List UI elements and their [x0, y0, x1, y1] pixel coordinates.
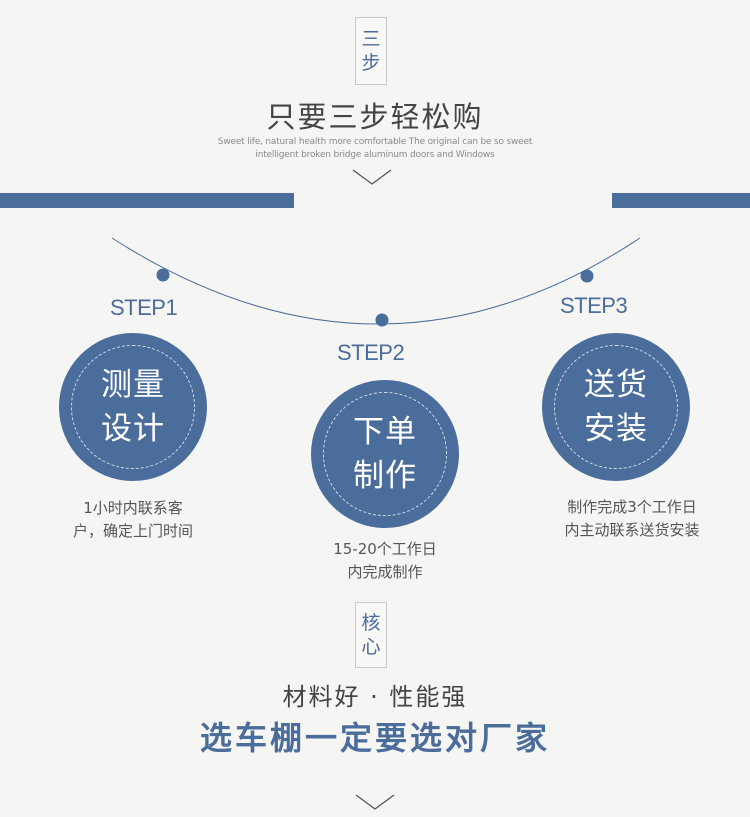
step1-description: 1小时内联系客 户，确定上门时间 [33, 497, 233, 543]
core-title: 选车棚一定要选对厂家 [199, 719, 550, 757]
step2-desc-line-2: 内完成制作 [347, 563, 423, 581]
step1-desc-line-2: 户，确定上门时间 [72, 522, 193, 540]
core-badge-char-1: 核 [361, 612, 381, 634]
step3-dot [580, 269, 594, 283]
step1-dot [156, 268, 170, 282]
core-subtitle: 材料好 · 性能强 [282, 683, 468, 711]
step2-description: 15-20个工作日 内完成制作 [285, 538, 485, 584]
step1-circle-line-2: 设计 [100, 410, 165, 447]
step2-circle: 下单 制作 [311, 380, 459, 528]
chevron-down-icon [352, 169, 392, 185]
step1-label: STEP1 [110, 295, 178, 320]
badge-char-2: 步 [361, 52, 381, 74]
step3-circle-line-1: 送货 [583, 366, 648, 403]
divider-bar-left [0, 193, 294, 208]
steps-arc [111, 237, 641, 327]
divider-bar-right [612, 193, 750, 208]
step3-circle-line-2: 安装 [583, 410, 648, 447]
step3-label: STEP3 [560, 293, 628, 318]
step3-desc-line-1: 制作完成3个工作日 [567, 498, 697, 516]
step3-description: 制作完成3个工作日 内主动联系送货安装 [532, 496, 732, 542]
step1-circle-line-1: 测量 [100, 366, 165, 403]
step2-circle-inner: 下单 制作 [323, 392, 447, 516]
step3-circle-inner: 送货 安装 [554, 345, 678, 469]
core-badge: 核 心 [355, 602, 387, 668]
step1-circle: 测量 设计 [59, 333, 207, 481]
step2-dot [375, 313, 389, 327]
step2-circle-line-2: 制作 [352, 457, 417, 494]
step1-circle-inner: 测量 设计 [71, 345, 195, 469]
step2-label: STEP2 [337, 340, 405, 365]
step2-circle-line-1: 下单 [352, 413, 417, 450]
english-subtitle: Sweet life, natural health more comforta… [0, 136, 750, 162]
english-subtitle-line-1: Sweet life, natural health more comforta… [217, 137, 533, 147]
header-badge: 三 步 [355, 17, 387, 85]
page-title: 只要三步轻松购 [266, 100, 484, 134]
chevron-down-icon [355, 794, 395, 810]
step3-circle: 送货 安装 [542, 333, 690, 481]
step2-desc-line-1: 15-20个工作日 [333, 540, 437, 558]
english-subtitle-line-2: intelligent broken bridge aluminum doors… [255, 150, 495, 160]
step1-desc-line-1: 1小时内联系客 [83, 499, 183, 517]
core-badge-char-2: 心 [361, 636, 381, 658]
step3-desc-line-2: 内主动联系送货安装 [564, 521, 700, 539]
badge-char-1: 三 [361, 28, 381, 50]
